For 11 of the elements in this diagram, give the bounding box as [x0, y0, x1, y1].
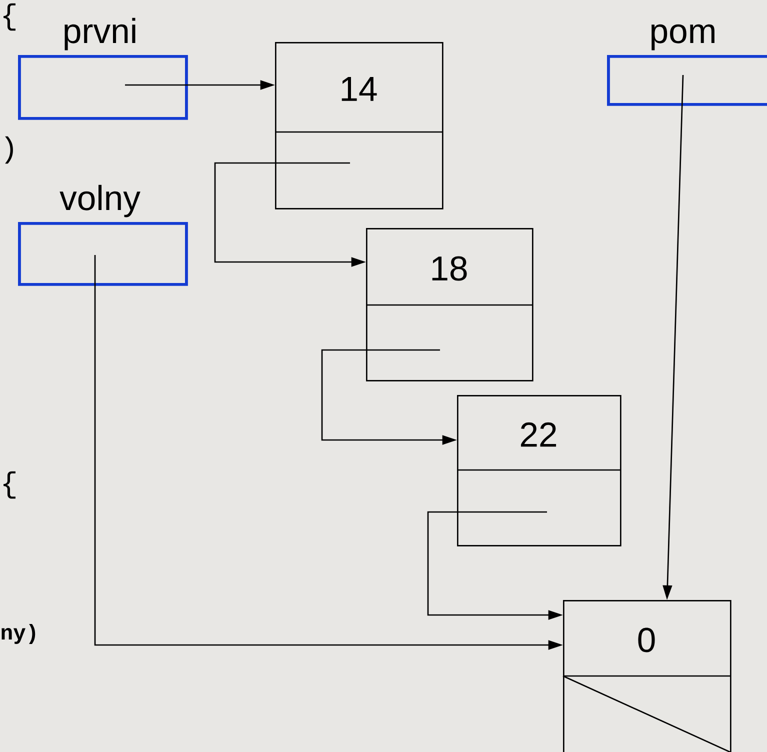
list-node-box: 22 — [457, 395, 622, 546]
code-fragment: { — [4, 3, 16, 31]
variable-name: volny — [60, 184, 140, 218]
variable-name: prvni — [64, 18, 136, 50]
code-fragment: ny) — [2, 624, 36, 644]
list-node-box: 18 — [366, 228, 534, 382]
code-fragment: { — [4, 471, 16, 499]
code-fragment: ) — [5, 136, 13, 164]
list-node-box: 0 — [562, 600, 732, 752]
list-node-box: 14 — [275, 42, 444, 210]
variable-name: pom — [652, 24, 714, 50]
